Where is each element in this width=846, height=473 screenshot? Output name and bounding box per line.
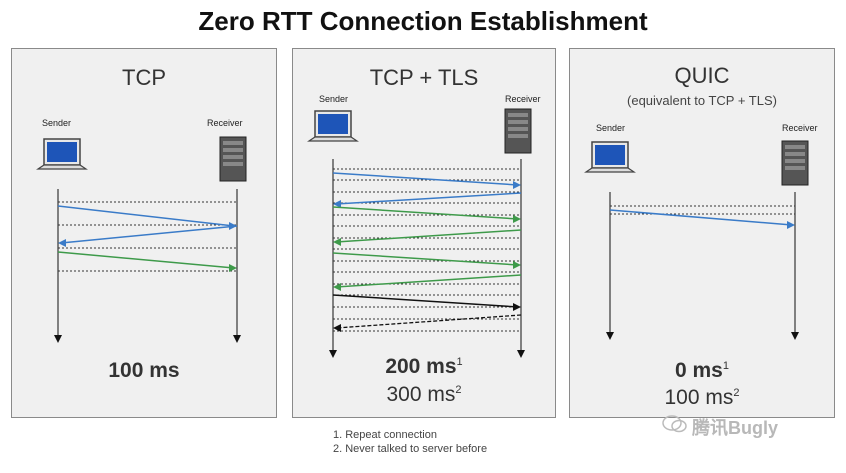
quic-sequence-diagram: Sender Receiver bbox=[584, 123, 818, 340]
diagram-title: Zero RTT Connection Establishment bbox=[198, 6, 648, 36]
sender-label: Sender bbox=[42, 118, 71, 128]
footnotes: 1. Repeat connection 2. Never talked to … bbox=[333, 428, 487, 456]
footnote-2: 2. Never talked to server before bbox=[333, 443, 488, 455]
laptop-icon bbox=[584, 141, 636, 173]
footnote-ref: 1 bbox=[456, 356, 463, 368]
footnote-ref: 2 bbox=[455, 384, 462, 396]
panel-tcp-tls: TCP + TLS Sender Receiver bbox=[292, 48, 556, 418]
panel-tcp: TCP Sender Receiver bbox=[11, 48, 277, 418]
panel-title: TCP + TLS bbox=[369, 65, 479, 90]
quic-timeline bbox=[606, 192, 799, 340]
tcp-tls-timeline bbox=[329, 159, 525, 358]
result-primary: 0 ms bbox=[675, 359, 723, 382]
watermark: 腾讯Bugly bbox=[692, 418, 779, 438]
panel-title: TCP bbox=[122, 65, 166, 90]
receiver-label: Receiver bbox=[782, 123, 818, 133]
tcp-tls-result-primary: 200 ms1 bbox=[293, 355, 555, 379]
tcp-result: 100 ms bbox=[12, 359, 276, 383]
result-secondary: 100 ms bbox=[664, 386, 734, 409]
receiver-label: Receiver bbox=[207, 118, 243, 128]
result-secondary: 300 ms bbox=[386, 383, 456, 406]
result-primary: 200 ms bbox=[385, 355, 457, 378]
sender-label: Sender bbox=[596, 123, 625, 133]
laptop-icon bbox=[307, 110, 359, 142]
tcp-timeline bbox=[54, 189, 241, 343]
server-icon bbox=[504, 108, 532, 154]
footnote-ref: 2 bbox=[733, 387, 740, 399]
sender-label: Sender bbox=[319, 94, 348, 104]
receiver-label: Receiver bbox=[505, 94, 541, 104]
panel-quic: QUIC (equivalent to TCP + TLS) Sender Re… bbox=[569, 48, 835, 418]
footnote-ref: 1 bbox=[722, 360, 729, 372]
quic-result-primary: 0 ms1 bbox=[570, 359, 834, 383]
laptop-icon bbox=[36, 138, 88, 170]
panel-subtitle: (equivalent to TCP + TLS) bbox=[627, 93, 777, 108]
footnote-1: 1. Repeat connection bbox=[333, 429, 437, 441]
wechat-icon bbox=[662, 415, 687, 433]
server-icon bbox=[781, 140, 809, 186]
tcp-tls-sequence-diagram: Sender Receiver bbox=[307, 94, 541, 358]
panel-title: QUIC bbox=[674, 63, 730, 88]
tcp-tls-result-secondary: 300 ms2 bbox=[293, 383, 555, 407]
quic-result-secondary: 100 ms2 bbox=[570, 386, 834, 410]
result-primary: 100 ms bbox=[108, 359, 180, 382]
server-icon bbox=[219, 136, 247, 182]
tcp-sequence-diagram: Sender Receiver bbox=[36, 118, 247, 343]
